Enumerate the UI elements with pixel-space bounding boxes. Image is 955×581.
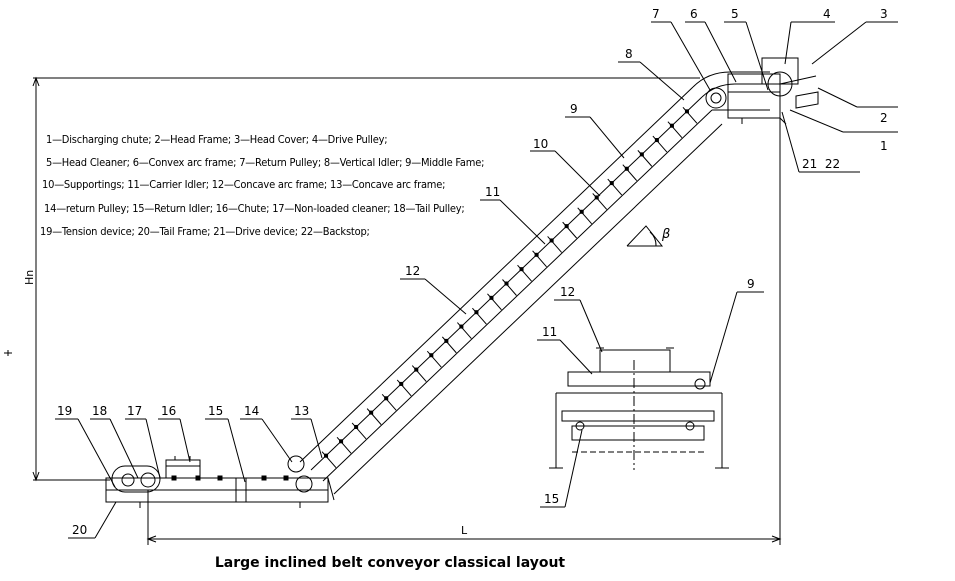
length-label: L [461,524,468,537]
callout-21-22: 21 22 [802,157,840,171]
idler-roller [609,181,614,186]
callout-17: 17 [127,404,142,418]
idler-roller [549,238,554,243]
length-dimension [146,118,782,545]
idler-roller [519,267,524,272]
return-pulley-7 [705,87,727,109]
legend-line-1: 1—Discharging chute; 2—Head Frame; 3—Hea… [46,133,388,146]
height-label: Hn [23,270,36,285]
callout-2: 2 [880,111,888,125]
tail-section [105,455,335,508]
idler-roller [414,367,419,372]
idler-roller [489,295,494,300]
angle-label: β [661,227,670,242]
tail-idler-roller [261,475,267,481]
callout-3: 3 [880,7,888,21]
idler-roller [579,209,584,214]
callout-19: 19 [57,404,72,418]
idler-roller [399,381,404,386]
callout-7: 7 [652,7,660,21]
callout-5: 5 [731,7,739,21]
tail-idler-roller [171,475,177,481]
return-pulley-14 [287,455,305,473]
cross-section-view [549,347,729,470]
callout-1: 1 [880,139,888,153]
callout-9: 9 [570,102,578,116]
idler-roller [639,152,644,157]
callout-18: 18 [92,404,107,418]
head-section [705,57,819,125]
legend-line-3: 10—Supportings; 11—Carrier Idler; 12—Con… [42,178,446,191]
idler-roller [339,439,344,444]
leader-lines [55,21,898,539]
callout-4: 4 [823,7,831,21]
callout-12: 12 [405,264,420,278]
idler-roller [429,353,434,358]
chute-16 [165,459,201,479]
idler-roller [624,166,629,171]
callout-11: 11 [485,185,500,199]
idler-roller [654,138,659,143]
tail-idler-roller [195,475,201,481]
idler-roller [594,195,599,200]
tail-idler-roller [217,475,223,481]
callout-numbers: 1 2 3 4 5 6 7 8 9 10 11 12 13 14 15 16 1… [57,7,888,537]
idler-roller [684,109,689,114]
carrier-idlers [171,107,698,481]
section-callout-11: 11 [542,325,557,339]
idler-roller [564,224,569,229]
section-callout-12: 12 [560,285,575,299]
callout-20: 20 [72,523,87,537]
idler-roller [534,252,539,257]
tension-pulley [121,473,135,487]
legend-line-2: 5—Head Cleaner; 6—Convex arc frame; 7—Re… [46,156,485,169]
section-callout-9: 9 [747,277,755,291]
idler-roller [324,453,329,458]
idler-roller [369,410,374,415]
idler-roller [504,281,509,286]
idler-roller [669,123,674,128]
section-callout-15: 15 [544,492,559,506]
idler-roller [384,396,389,401]
angle-symbol [626,225,664,247]
height-dimension [4,76,700,482]
tail-bend-pulley [295,475,313,493]
callout-8: 8 [625,47,633,61]
legend-line-5: 19—Tension device; 20—Tail Frame; 21—Dri… [40,225,370,238]
legend-line-4: 14—return Pulley; 15—Return Idler; 16—Ch… [44,202,465,215]
idler-roller [444,338,449,343]
idler-roller [459,324,464,329]
idler-roller [354,424,359,429]
callout-6: 6 [690,7,698,21]
tail-pulley [140,472,156,488]
idler-roller [474,310,479,315]
callout-13: 13 [294,404,309,418]
tail-idler-roller [283,475,289,481]
callout-10: 10 [533,137,548,151]
callout-15: 15 [208,404,223,418]
callout-16: 16 [161,404,176,418]
drawing-caption: Large inclined belt conveyor classical l… [214,555,566,571]
callout-14: 14 [244,404,259,418]
drive-pulley [767,71,793,97]
